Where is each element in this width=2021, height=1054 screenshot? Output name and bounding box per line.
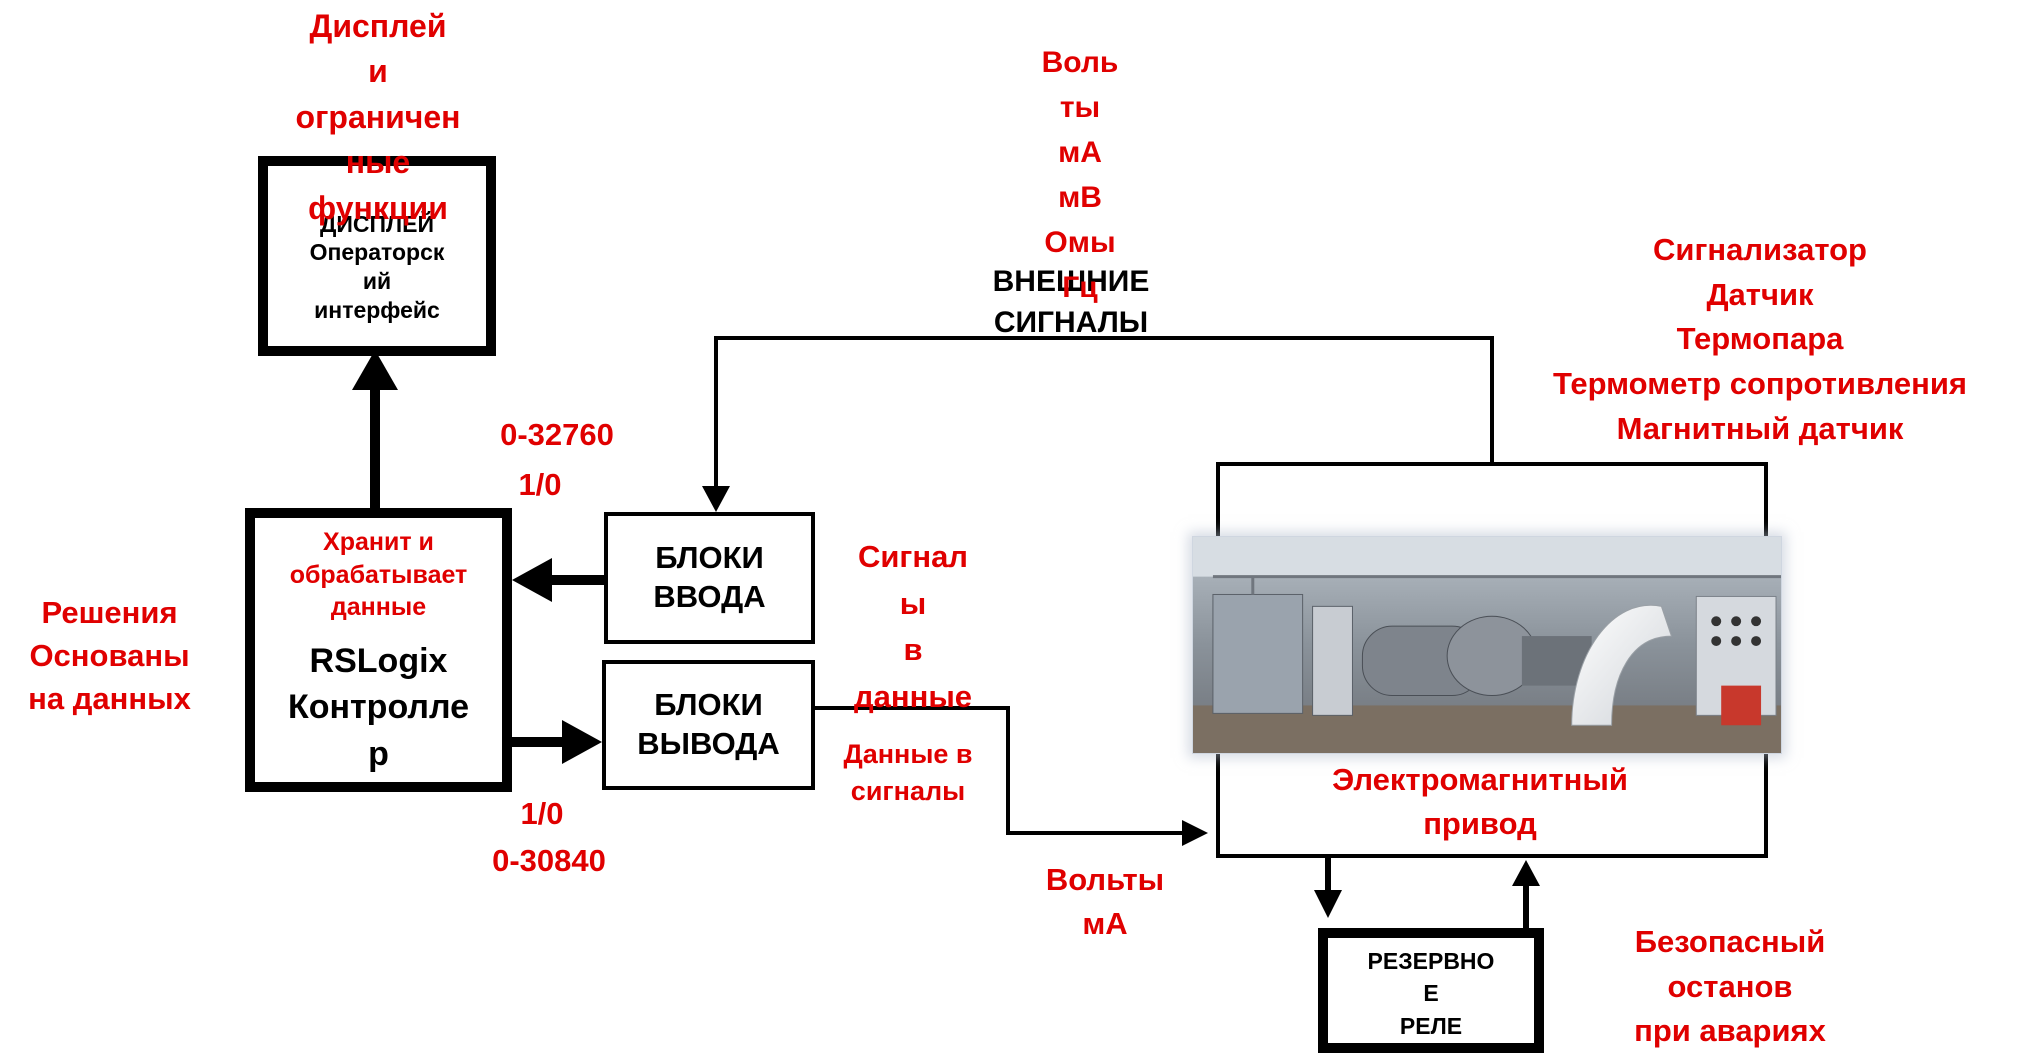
arrowhead-left-controller — [512, 558, 552, 602]
input-blocks-label: БЛОКИ ВВОДА — [653, 540, 766, 614]
line-output-to-actuator — [815, 706, 1195, 835]
backup-relay-block: РЕЗЕРВНО Е РЕЛЕ — [1318, 928, 1544, 1053]
operator-interface-block: ДИСПЛЕЙ Операторск ий интерфейс — [258, 156, 496, 356]
safe-shutdown-label: Безопасный останов при авариях — [1634, 924, 1826, 1049]
gas-turbine-photo-icon — [1192, 536, 1782, 754]
bracket-sensors — [1216, 462, 1768, 538]
input-range-value: 0-32760 — [500, 417, 614, 452]
controller-note: Хранит и обрабатывает данные — [289, 528, 468, 621]
line-external-signals-loop — [714, 336, 1494, 500]
operator-interface-label: ДИСПЛЕЙ Операторск ий интерфейс — [309, 210, 445, 323]
input-blocks: БЛОКИ ВВОДА — [604, 512, 815, 644]
arrowhead-up-actuator — [1512, 860, 1540, 886]
input-io-value: 1/0 — [518, 467, 562, 502]
sensors-label: Сигнализатор Датчик Термопара Термометр … — [1553, 232, 1967, 446]
arrowhead-up-display — [352, 350, 398, 390]
controller-name: RSLogix Контролле р — [287, 641, 470, 774]
controller-block: Хранит и обрабатывает данные RSLogix Кон… — [245, 508, 512, 792]
output-units-label: Вольты мА — [1045, 862, 1165, 942]
arrowhead-down-relay — [1314, 890, 1342, 918]
bracket-actuator — [1216, 752, 1768, 858]
decisions-label: Решения Основаны на данных — [28, 595, 191, 716]
actuator-label: Электромагнитный привод — [1332, 762, 1628, 842]
backup-relay-label: РЕЗЕРВНО Е РЕЛЕ — [1367, 948, 1495, 1039]
external-signals-label: ВНЕШНИЕ СИГНАЛЫ — [992, 265, 1150, 339]
arrowhead-right-actuator — [1182, 820, 1208, 846]
arrowhead-down-input — [702, 486, 730, 512]
output-blocks: БЛОКИ ВЫВОДА — [602, 660, 815, 790]
data-to-signals-label: Данные в сигналы — [843, 739, 973, 807]
signal-units-label: Воль ты мА мВ Омы Гц — [1041, 46, 1119, 304]
output-blocks-label: БЛОКИ ВЫВОДА — [637, 687, 780, 761]
display-functions-label: Дисплей и ограничен ные функции — [295, 8, 461, 226]
output-range-value: 0-30840 — [492, 843, 606, 878]
signals-to-data-label: Сигнал ы в данные — [853, 539, 973, 714]
output-io-value: 1/0 — [520, 796, 564, 831]
arrowhead-right-output — [562, 720, 602, 764]
